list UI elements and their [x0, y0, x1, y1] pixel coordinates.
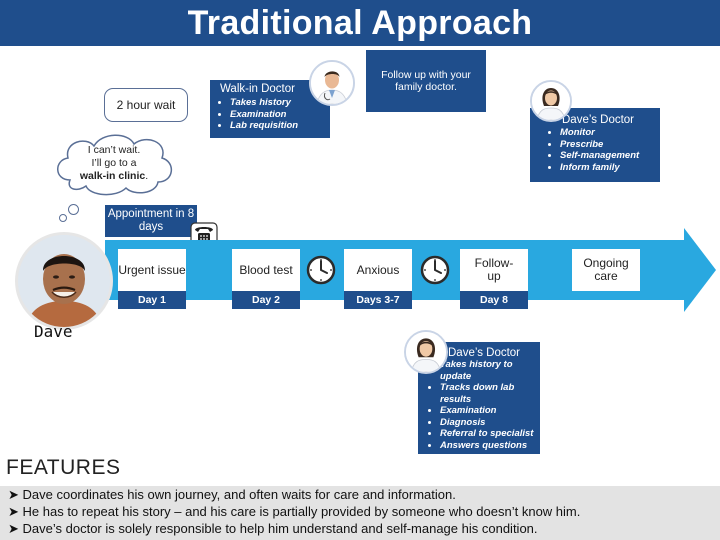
step-card-blood-test: Blood test: [232, 249, 300, 291]
list-item: Monitor: [560, 127, 660, 139]
dave-avatar: [15, 232, 113, 330]
daves-doctor-top-avatar: [530, 80, 572, 122]
thought-dot-1: [68, 204, 79, 215]
wait-bubble: 2 hour wait: [104, 88, 188, 122]
thought-period: .: [145, 170, 149, 182]
features-heading: FEATURES: [6, 456, 121, 479]
step-card-follow-up: Follow-up: [460, 249, 528, 291]
list-item: Examination: [440, 405, 540, 417]
step-label: Urgent issue: [118, 262, 186, 277]
list-item: Examination: [230, 109, 330, 121]
feature-text: He has to repeat his story – and his car…: [22, 504, 581, 519]
thought-cloud-shape: [57, 134, 172, 196]
arrow-bullet-icon: ➤: [8, 504, 23, 519]
daves-doctor-bottom-list: Takes history to update Tracks down lab …: [426, 359, 540, 451]
list-item: Lab requisition: [230, 120, 330, 132]
daves-doctor-top-list: Monitor Prescribe Self-management Inform…: [546, 127, 660, 173]
step-label: Ongoing care: [583, 256, 629, 283]
arrow-bullet-icon: ➤: [8, 521, 23, 536]
follow-up-note-box: Follow up with your family doctor.: [366, 50, 486, 112]
list-item: Prescribe: [560, 139, 660, 151]
thought-cloud: I can’t wait. I’ll go to a walk-in clini…: [50, 130, 178, 198]
thought-walk-in-clinic: walk-in clinic: [79, 170, 146, 182]
wait-bubble-text: 2 hour wait: [116, 98, 176, 112]
appointment-box: Appointment in 8 days: [105, 205, 197, 237]
list-item: ➤ Dave’s doctor is solely responsible to…: [0, 520, 720, 537]
step-card-ongoing-care: Ongoing care: [572, 249, 640, 291]
feature-text: Dave’s doctor is solely responsible to h…: [22, 521, 538, 536]
walk-in-doctor-title: Walk-in Doctor: [220, 83, 295, 95]
step-label: Anxious: [356, 262, 400, 277]
thought-dot-2: [59, 214, 67, 222]
day-label: Days 3-7: [344, 291, 412, 309]
day-text: Day 1: [137, 294, 167, 306]
list-item: ➤ He has to repeat his story – and his c…: [0, 503, 720, 520]
day-label: Day 2: [232, 291, 300, 309]
patient-photo-icon: [18, 235, 110, 327]
list-item: Self-management: [560, 150, 660, 162]
male-doctor-icon: [311, 62, 353, 104]
day-label: Day 1: [118, 291, 186, 309]
timeline-arrowhead: [684, 228, 716, 312]
clock-icon: [420, 255, 450, 285]
day-text: Day 2: [251, 294, 281, 306]
feature-text: Dave coordinates his own journey, and of…: [22, 487, 456, 502]
daves-doctor-bottom-box: Dave’s Doctor Takes history to update Tr…: [418, 342, 540, 454]
list-item: Answers questions: [440, 440, 540, 452]
list-item: Diagnosis: [440, 417, 540, 429]
thought-line-2: I’ll go to a: [91, 157, 137, 169]
female-doctor-icon: [406, 332, 446, 372]
day-text: Days 3-7: [356, 294, 400, 306]
day-text: Day 8: [479, 294, 509, 306]
daves-doctor-top-title: Dave’s Doctor: [562, 114, 635, 126]
daves-doctor-bottom-avatar: [404, 330, 448, 374]
list-item: Tracks down lab results: [440, 382, 540, 405]
patient-name: Dave: [34, 322, 73, 341]
step-card-anxious: Anxious: [344, 249, 412, 291]
daves-doctor-bottom-title: Dave’s Doctor: [448, 347, 521, 359]
list-item: Inform family: [560, 162, 660, 174]
arrow-bullet-icon: ➤: [8, 487, 23, 502]
features-list: ➤ Dave coordinates his own journey, and …: [0, 486, 720, 540]
step-label: Follow-up: [474, 256, 514, 283]
thought-line-3: walk-in clinic.: [56, 170, 172, 183]
page-title: Traditional Approach: [187, 3, 533, 42]
step-card-urgent-issue: Urgent issue: [118, 249, 186, 291]
thought-text: I can’t wait. I’ll go to a walk-in clini…: [56, 144, 172, 183]
day-label: Day 8: [460, 291, 528, 309]
list-item: Referral to specialist: [440, 428, 540, 440]
thought-line-1: I can’t wait.: [87, 144, 141, 156]
walk-in-doctor-avatar: [309, 60, 355, 106]
walk-in-doctor-list: Takes history Examination Lab requisitio…: [216, 97, 330, 132]
title-bar: Traditional Approach: [0, 0, 720, 46]
clock-icon: [306, 255, 336, 285]
step-label: Blood test: [239, 262, 293, 277]
female-doctor-icon: [532, 82, 570, 120]
follow-up-note-text: Follow up with your family doctor.: [381, 68, 471, 94]
list-item: Takes history: [230, 97, 330, 109]
appointment-text: Appointment in 8 days: [107, 208, 195, 233]
list-item: ➤ Dave coordinates his own journey, and …: [0, 486, 720, 503]
list-item: Takes history to update: [440, 359, 540, 382]
